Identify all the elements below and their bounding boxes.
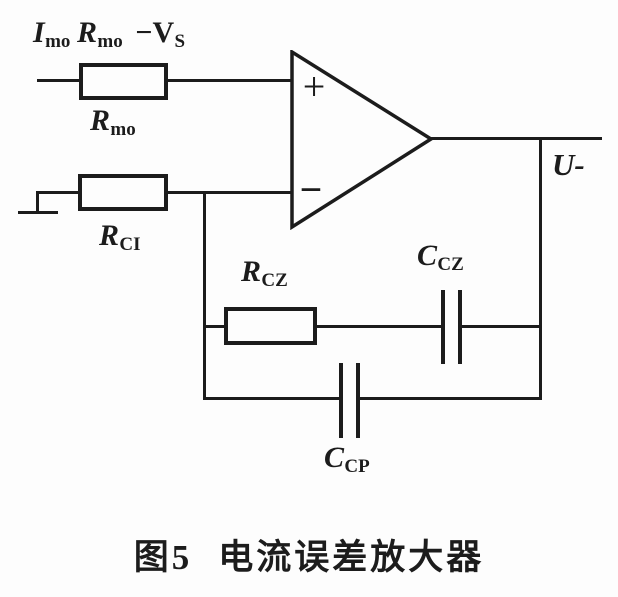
label-ccz-subscript: CZ [437, 254, 464, 276]
formula-term2-base: R [77, 16, 98, 49]
wire-output [430, 137, 602, 140]
wire-minus-input-right [167, 191, 293, 194]
wire-ccp-left [203, 397, 340, 400]
label-rci-subscript: CI [119, 234, 141, 256]
formula-term1-base: I [33, 16, 45, 49]
label-rcz: RCZ [241, 255, 288, 291]
label-rcz-subscript: CZ [261, 270, 288, 292]
label-rci: RCI [99, 219, 141, 255]
formula-term3-subscript: S [174, 31, 186, 53]
opamp-triangle [290, 50, 435, 230]
capacitor-ccp-left-plate [339, 363, 343, 438]
label-ccp-subscript: CP [344, 456, 370, 478]
wire-rcz-to-ccz [316, 325, 441, 328]
label-ccp: CCP [324, 441, 370, 477]
capacitor-ccp-right-plate [356, 363, 360, 438]
label-output: U- [552, 147, 585, 182]
label-rmo: Rmo [90, 104, 136, 140]
wire-plus-input-right [167, 79, 293, 82]
opamp-minus-sign: − [299, 167, 323, 212]
figure-title: 电流误差放大器 [218, 538, 485, 577]
label-ccz: CCZ [417, 239, 464, 275]
label-rci-base: R [99, 219, 120, 252]
label-rcz-base: R [241, 255, 262, 288]
formula-term2-subscript: mo [97, 31, 123, 53]
label-ccp-base: C [324, 441, 345, 474]
capacitor-ccz-left-plate [441, 290, 445, 364]
formula-term1-subscript: mo [45, 31, 71, 53]
resistor-rcz [224, 307, 317, 345]
wire-plus-input-left [37, 79, 80, 82]
opamp-plus-sign: + [302, 64, 326, 109]
resistor-rci [78, 174, 168, 211]
wire-feedback-left-vertical [203, 191, 206, 400]
wire-minus-input-step [36, 193, 39, 214]
label-rmo-subscript: mo [110, 119, 136, 141]
figure-number: 图5 [133, 538, 193, 577]
wire-feedback-right-vertical [539, 137, 542, 400]
capacitor-ccz-right-plate [458, 290, 462, 364]
label-rmo-base: R [90, 104, 111, 137]
label-ccz-base: C [417, 239, 438, 272]
wire-minus-input-left [36, 191, 79, 194]
wire-ccp-right [360, 397, 542, 400]
resistor-rmo [79, 63, 168, 100]
wire-rcz-left [203, 325, 225, 328]
figure-caption: 图5 电流误差放大器 [0, 537, 618, 579]
wire-ccz-to-output [462, 325, 541, 328]
formula-term3-base: −V [135, 16, 175, 49]
